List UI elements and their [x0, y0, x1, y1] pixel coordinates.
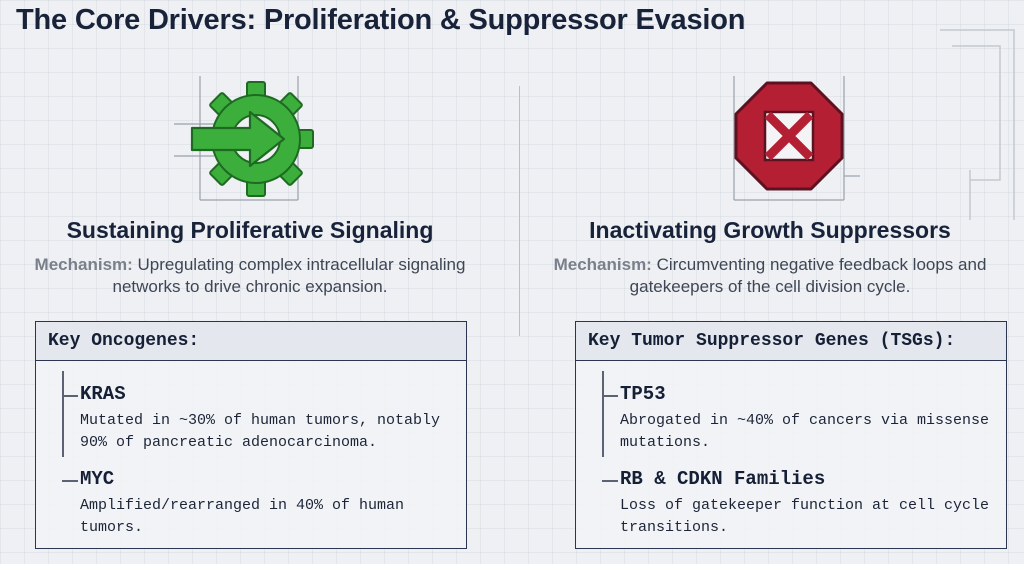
column-divider [519, 86, 520, 336]
tree-branch [62, 395, 78, 397]
proliferation-mechanism: Mechanism: Upregulating complex intracel… [0, 254, 500, 298]
suppressor-mechanism: Mechanism: Circumventing negative feedba… [520, 254, 1020, 298]
tree-connector [62, 371, 64, 457]
mechanism-label: Mechanism: [553, 255, 652, 274]
suppressor-heading: Inactivating Growth Suppressors [589, 217, 951, 243]
proliferation-column: Sustaining Proliferative Signaling Mecha… [0, 0, 500, 564]
oncogenes-box-title: Key Oncogenes: [36, 322, 466, 361]
oncogenes-box: Key Oncogenes: KRAS Mutated in ~30% of h… [35, 321, 467, 549]
gene-description: Mutated in ~30% of human tumors, notably… [80, 412, 441, 451]
mechanism-text: Upregulating complex intracellular signa… [112, 255, 466, 296]
page-title: The Core Drivers: Proliferation & Suppre… [16, 4, 746, 36]
suppressor-column: Inactivating Growth Suppressors Mechanis… [520, 0, 1020, 564]
gene-description: Loss of gatekeeper function at cell cycl… [620, 497, 990, 536]
tree-branch [602, 395, 618, 397]
tsg-box-title: Key Tumor Suppressor Genes (TSGs): [576, 322, 1006, 361]
mechanism-label: Mechanism: [34, 255, 133, 274]
gene-description: Abrogated in ~40% of cancers via missens… [620, 412, 990, 451]
tree-connector [602, 371, 604, 457]
gene-name: KRAS [80, 383, 126, 405]
gene-name: RB & CDKN Families [620, 468, 826, 490]
tree-branch [62, 480, 78, 482]
proliferation-heading: Sustaining Proliferative Signaling [66, 217, 434, 243]
tsg-box: Key Tumor Suppressor Genes (TSGs): TP53 … [575, 321, 1007, 549]
gear-arrow-icon [174, 76, 324, 211]
gene-name: MYC [80, 468, 115, 490]
gene-name: TP53 [620, 383, 666, 405]
mechanism-text: Circumventing negative feedback loops an… [629, 255, 987, 296]
blueprint-decoration [940, 29, 1015, 220]
tree-branch [602, 480, 618, 482]
gene-description: Amplified/rearranged in 40% of human tum… [80, 497, 405, 536]
stop-sign-x-icon [720, 76, 860, 211]
